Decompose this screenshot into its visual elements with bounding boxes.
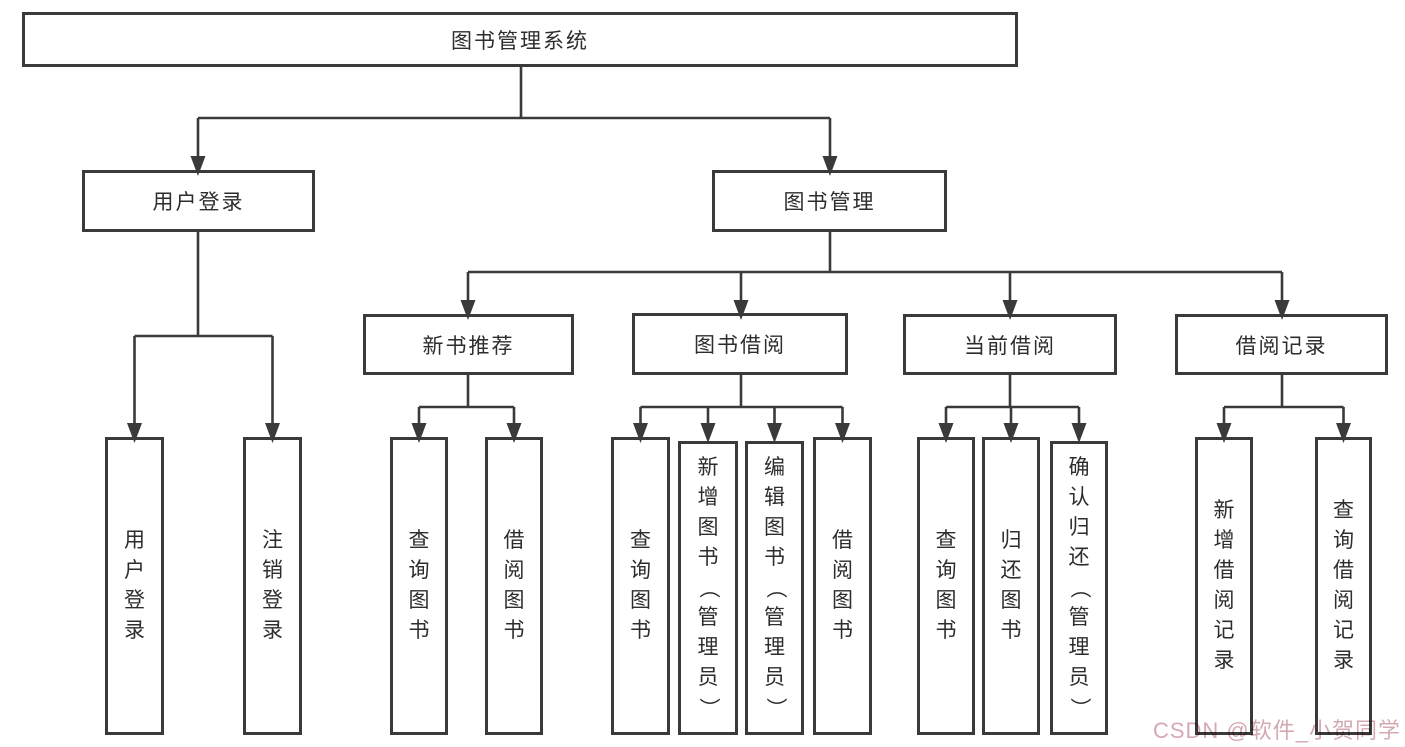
connector-currentborrow-to-leaves <box>944 375 1081 428</box>
leaf-user-login-label: 用户登录 <box>124 529 145 642</box>
leaf-logout-label: 注销登录 <box>262 529 283 642</box>
leaf-add-borrow-record-label: 新增借阅记录 <box>1213 499 1235 672</box>
node-book-management: 图书管理 <box>712 170 947 232</box>
node-borrow-record-label: 借阅记录 <box>1235 334 1328 358</box>
leaf-borrow-book-under-borrow: 借阅图书 <box>813 437 872 735</box>
leaf-borrow-book-under-recommend-label: 借阅图书 <box>503 529 525 642</box>
node-root-system: 图书管理系统 <box>22 12 1018 67</box>
node-current-borrow: 当前借阅 <box>903 314 1117 375</box>
connector-userlogin-to-leaves <box>133 232 274 428</box>
leaf-return-book-label: 归还图书 <box>1000 529 1022 642</box>
leaf-user-login: 用户登录 <box>105 437 164 735</box>
leaf-edit-book-admin-label: 编辑图书（管理员） <box>763 456 787 719</box>
leaf-borrow-book-under-recommend: 借阅图书 <box>485 437 543 735</box>
node-book-borrow: 图书借阅 <box>632 313 848 375</box>
connector-bookborrow-to-leaves <box>639 375 844 428</box>
leaf-query-book-under-current-label: 查询图书 <box>935 529 957 642</box>
node-new-book-recommend: 新书推荐 <box>363 314 574 375</box>
leaf-edit-book-admin: 编辑图书（管理员） <box>745 441 804 735</box>
leaf-query-borrow-record-label: 查询借阅记录 <box>1333 499 1354 672</box>
node-user-login: 用户登录 <box>82 170 315 232</box>
connector-root-to-level2 <box>196 66 832 161</box>
leaf-add-borrow-record: 新增借阅记录 <box>1195 437 1253 735</box>
connector-bookmgmt-to-level3 <box>466 232 1284 305</box>
leaf-add-book-admin: 新增图书（管理员） <box>678 441 738 735</box>
leaf-query-borrow-record: 查询借阅记录 <box>1315 437 1372 735</box>
leaf-query-book-under-current: 查询图书 <box>917 437 975 735</box>
leaf-query-book-under-recommend-label: 查询图书 <box>408 529 430 642</box>
node-book-management-label: 图书管理 <box>783 191 876 214</box>
leaf-add-book-admin-label: 新增图书（管理员） <box>697 456 720 719</box>
node-book-borrow-label: 图书借阅 <box>694 334 786 357</box>
connector-newbookrec-to-leaves <box>417 375 516 428</box>
node-user-login-label: 用户登录 <box>152 191 245 214</box>
leaf-return-book: 归还图书 <box>982 437 1040 735</box>
leaf-logout: 注销登录 <box>243 437 302 735</box>
connector-borrowrecord-to-leaves <box>1222 375 1345 428</box>
leaf-confirm-return-admin: 确认归还（管理员） <box>1050 441 1108 735</box>
leaf-confirm-return-admin-label: 确认归还（管理员） <box>1068 456 1091 719</box>
leaf-query-book-under-recommend: 查询图书 <box>390 437 448 735</box>
node-borrow-record: 借阅记录 <box>1175 314 1388 375</box>
leaf-borrow-book-under-borrow-label: 借阅图书 <box>832 529 853 642</box>
csdn-watermark: CSDN @软件_小贺同学 <box>1152 718 1401 743</box>
node-root-label: 图书管理系统 <box>451 29 589 53</box>
leaf-query-book-under-borrow-label: 查询图书 <box>630 529 651 642</box>
leaf-query-book-under-borrow: 查询图书 <box>611 437 670 735</box>
node-current-borrow-label: 当前借阅 <box>964 334 1056 358</box>
node-new-book-recommend-label: 新书推荐 <box>422 334 515 358</box>
